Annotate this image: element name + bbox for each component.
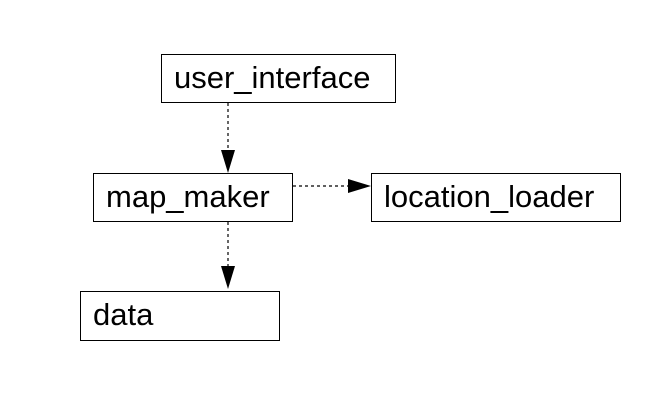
node-map-maker[interactable]: map_maker [93, 173, 293, 222]
edge-user-interface-to-map-maker [221, 103, 235, 173]
node-user-interface[interactable]: user_interface [161, 54, 396, 103]
arrowhead-icon [348, 179, 371, 193]
arrowhead-icon [221, 150, 235, 173]
arrowhead-icon [221, 266, 235, 289]
node-data[interactable]: data [80, 291, 280, 341]
node-label: user_interface [174, 60, 371, 95]
edge-map-maker-to-data [221, 222, 235, 289]
node-label: location_loader [384, 179, 595, 214]
edge-map-maker-to-location-loader [293, 179, 371, 193]
node-label: map_maker [106, 179, 270, 214]
node-location-loader[interactable]: location_loader [371, 173, 621, 222]
node-label: data [93, 297, 154, 332]
